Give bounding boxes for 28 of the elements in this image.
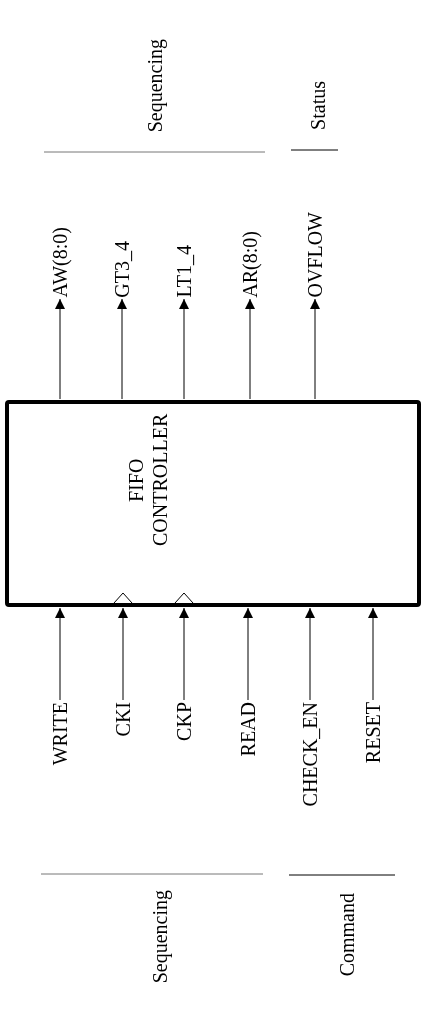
signal-label: CKI: [112, 702, 134, 737]
signal-arrow: [245, 298, 255, 400]
signal-label: AW(8:0): [49, 227, 71, 298]
group-label: Sequencing: [149, 890, 171, 984]
signal-arrow: [118, 607, 128, 701]
signal-label: CKP: [173, 702, 195, 741]
group-label: Status: [307, 81, 329, 130]
signal-label: READ: [237, 702, 259, 757]
block-title: FIFO CONTROLLER: [124, 412, 172, 549]
signal-arrow: [243, 607, 253, 701]
signal-arrow: [55, 607, 65, 701]
signal-label: AR(8:0): [239, 231, 261, 298]
signal-arrow: [117, 298, 127, 400]
signal-arrow: [55, 298, 65, 400]
signal-label: WRITE: [49, 702, 71, 766]
signal-arrow: [179, 298, 189, 400]
signal-arrow: [305, 607, 315, 701]
signal-label: OVFLOW: [304, 212, 326, 298]
signal-label: LT1_4: [173, 245, 195, 298]
signal-label: RESET: [362, 702, 384, 764]
signal-arrow: [368, 607, 378, 701]
group-label: Command: [336, 893, 358, 977]
controller-block: [5, 400, 421, 607]
signal-arrow: [179, 607, 189, 701]
group-label: Sequencing: [144, 38, 166, 132]
signal-label: GT3_4: [111, 241, 133, 298]
signal-label: CHECK_EN: [299, 702, 321, 807]
signal-arrow: [310, 298, 320, 400]
